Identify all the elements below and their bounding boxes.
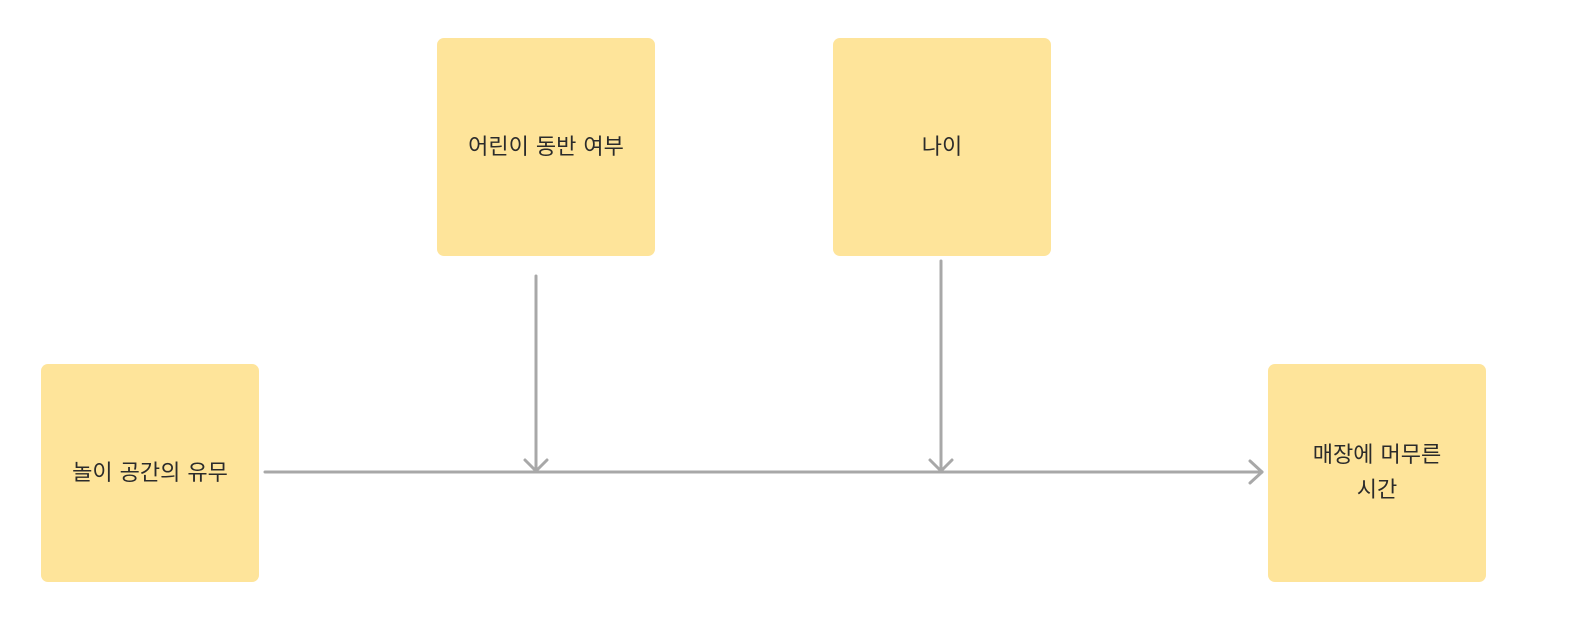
node-child-companion[interactable]: 어린이 동반 여부 [437,38,655,256]
moderator-arrowhead-child-companion [523,458,549,473]
main-effect-arrowhead [1248,459,1264,485]
moderator-arrowhead-age [928,458,954,473]
node-dwell-time-label: 매장에 머무른 시간 [1312,443,1442,503]
node-play-space-label: 놀이 공간의 유무 [72,460,228,486]
node-child-companion-label: 어린이 동반 여부 [468,134,624,160]
node-age-label: 나이 [921,134,963,160]
node-age[interactable]: 나이 [833,38,1051,256]
node-dwell-time[interactable]: 매장에 머무른 시간 [1268,364,1486,582]
node-play-space[interactable]: 놀이 공간의 유무 [41,364,259,582]
